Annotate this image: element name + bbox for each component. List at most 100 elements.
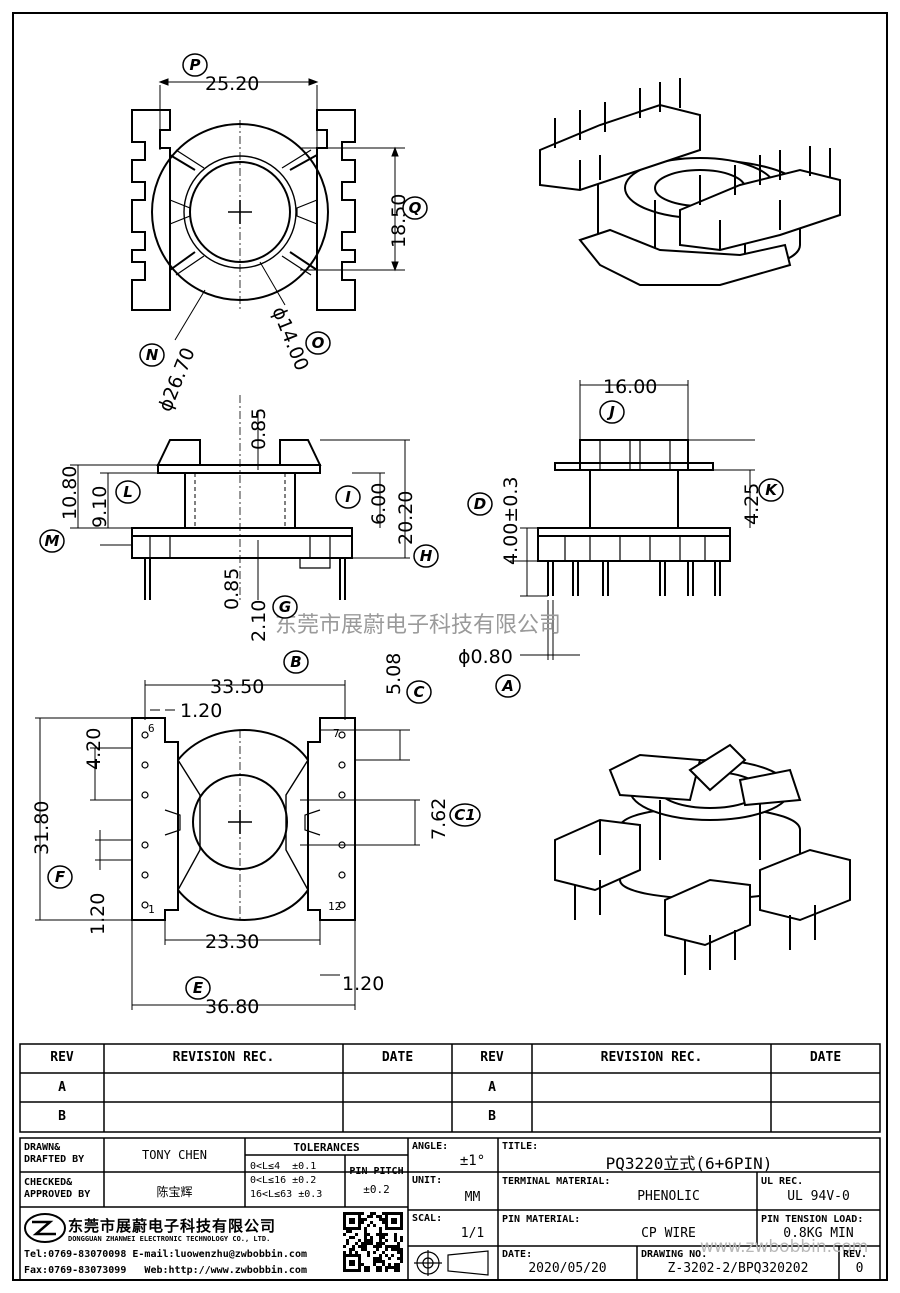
- qr-module: [343, 1266, 346, 1269]
- qr-module: [373, 1251, 376, 1254]
- label-bubble-circle: [305, 331, 331, 355]
- qr-module: [397, 1245, 400, 1248]
- qr-module: [361, 1242, 364, 1245]
- qr-module: [352, 1236, 355, 1239]
- qr-module: [382, 1221, 385, 1224]
- qr-module: [391, 1212, 394, 1215]
- label-bubble-letter: B: [290, 653, 301, 671]
- label-bubble-circle: [467, 492, 493, 516]
- qr-module: [385, 1239, 388, 1242]
- label-bubble-circle: [413, 544, 439, 568]
- pin-number-7: 7: [333, 727, 340, 740]
- qr-module: [379, 1230, 382, 1233]
- qr-module: [385, 1227, 388, 1230]
- qr-module: [352, 1269, 355, 1272]
- qr-module: [397, 1266, 400, 1269]
- iso-view-top: [539, 78, 841, 286]
- qr-module: [364, 1227, 367, 1230]
- qr-module: [391, 1245, 394, 1248]
- qr-module: [400, 1236, 403, 1239]
- qr-module: [379, 1266, 382, 1269]
- qr-module: [391, 1266, 394, 1269]
- pin-number-6: 6: [148, 722, 155, 735]
- qr-module: [382, 1212, 385, 1215]
- qr-module: [355, 1233, 358, 1236]
- qr-module: [382, 1236, 385, 1239]
- qr-module: [361, 1248, 364, 1251]
- qr-module: [346, 1227, 349, 1230]
- label-bubble-e: E: [185, 976, 211, 1000]
- qr-module: [391, 1221, 394, 1224]
- qr-module: [400, 1221, 403, 1224]
- label-bubble-letter: C1: [454, 806, 475, 824]
- qr-module: [370, 1212, 373, 1215]
- label-bubble-circle: [402, 196, 428, 220]
- qr-module: [379, 1218, 382, 1221]
- qr-module: [361, 1218, 364, 1221]
- side-view-dims: [70, 410, 410, 600]
- qr-module: [367, 1224, 370, 1227]
- qr-module: [373, 1257, 376, 1260]
- label-bubble-circle: [335, 485, 361, 509]
- label-bubble-letter: I: [345, 488, 351, 506]
- qr-module: [400, 1260, 403, 1263]
- qr-module: [388, 1245, 391, 1248]
- qr-module: [358, 1212, 361, 1215]
- qr-module: [367, 1269, 370, 1272]
- label-bubble-letter: P: [190, 56, 201, 74]
- dim-bottom-inner-width: 23.30: [205, 931, 259, 953]
- label-bubble-letter: L: [123, 483, 133, 501]
- label-bubble-h: H: [413, 544, 439, 568]
- qr-module: [343, 1233, 346, 1236]
- company-logo: [24, 1213, 66, 1243]
- label-bubble-circle: [758, 478, 784, 502]
- qr-module: [370, 1236, 373, 1239]
- qr-module: [397, 1257, 400, 1260]
- label-bubble-letter: Q: [409, 199, 422, 217]
- qr-module: [349, 1227, 352, 1230]
- qr-module: [358, 1224, 361, 1227]
- qr-module: [382, 1233, 385, 1236]
- qr-module: [352, 1227, 355, 1230]
- dim-side-d7: 2.10: [248, 600, 270, 642]
- qr-module: [355, 1269, 358, 1272]
- qr-module: [397, 1227, 400, 1230]
- qr-module: [385, 1218, 388, 1221]
- qr-module: [400, 1254, 403, 1257]
- dim-bottom-left-height: 4.20: [83, 728, 105, 770]
- qr-module: [343, 1260, 346, 1263]
- label-bubble-circle: [599, 400, 625, 424]
- watermark-text: 东莞市展蔚电子科技有限公司: [275, 613, 561, 638]
- top-view: [131, 109, 356, 311]
- qr-module: [343, 1269, 346, 1272]
- qr-module: [355, 1227, 358, 1230]
- qr-module: [376, 1242, 379, 1245]
- qr-module: [400, 1215, 403, 1218]
- qr-module: [361, 1221, 364, 1224]
- qr-module: [367, 1239, 370, 1242]
- qr-module: [343, 1257, 346, 1260]
- top-view-dims: [158, 78, 405, 341]
- qr-module: [379, 1257, 382, 1260]
- qr-module: [400, 1257, 403, 1260]
- qr-module: [364, 1218, 367, 1221]
- label-bubble-circle: [185, 976, 211, 1000]
- label-bubble-i: I: [335, 485, 361, 509]
- qr-module: [364, 1266, 367, 1269]
- front-view: [537, 439, 731, 596]
- qr-module: [370, 1215, 373, 1218]
- qr-module: [391, 1218, 394, 1221]
- qr-module: [358, 1227, 361, 1230]
- qr-module: [379, 1233, 382, 1236]
- qr-module: [352, 1212, 355, 1215]
- label-bubble-letter: F: [55, 868, 66, 886]
- dim-bottom-right-height: 5.08: [383, 653, 405, 695]
- qr-module: [343, 1263, 346, 1266]
- label-bubble-circle: [283, 650, 309, 674]
- qr-module: [361, 1263, 364, 1266]
- qr-module: [379, 1227, 382, 1230]
- qr-module: [397, 1242, 400, 1245]
- qr-module: [352, 1263, 355, 1266]
- qr-module: [376, 1245, 379, 1248]
- dim-side-d4: 6.00: [368, 483, 390, 525]
